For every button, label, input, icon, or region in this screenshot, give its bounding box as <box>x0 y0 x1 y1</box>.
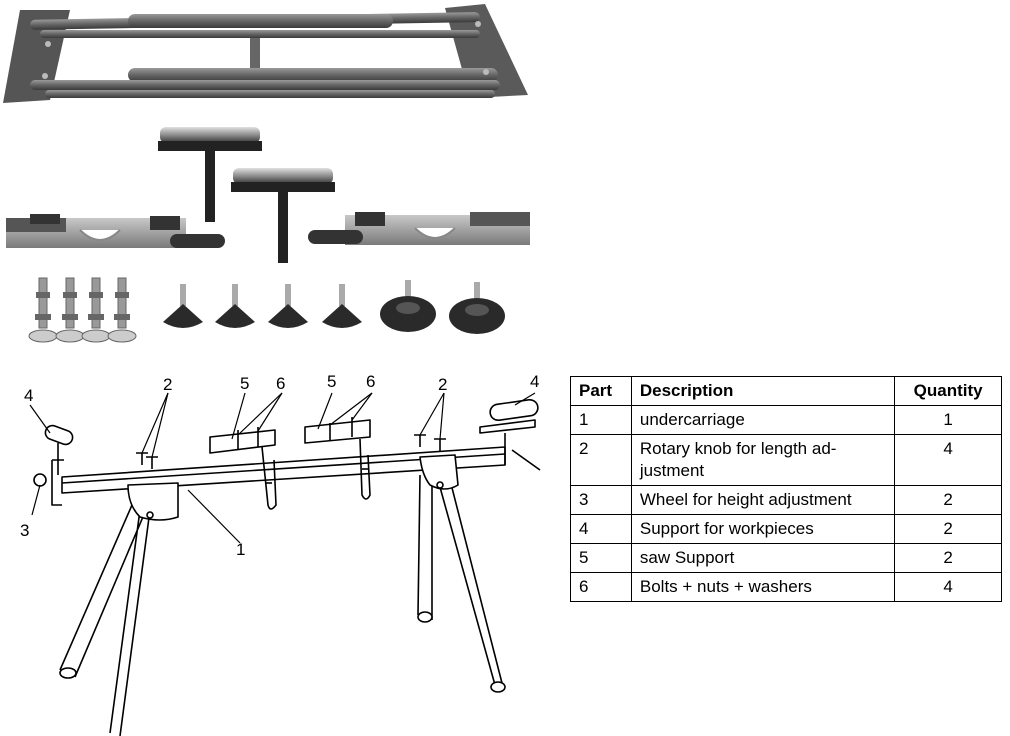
knob-right-markers <box>414 434 446 451</box>
header-description: Description <box>630 376 896 406</box>
table-row: 6 Bolts + nuts + washers 4 <box>570 572 1002 602</box>
saw-support-b <box>304 417 371 500</box>
left-roller-support <box>33 424 74 506</box>
table-row: 2 Rotary knob for length ad- justment 4 <box>570 434 1002 486</box>
knob-left-markers <box>136 452 158 469</box>
row-description: Support for workpieces <box>630 514 896 544</box>
parts-table: Part Description Quantity 1 undercarriag… <box>570 376 1002 602</box>
right-roller-support <box>479 398 541 471</box>
row-quantity: 2 <box>894 485 1002 515</box>
knobs-photo <box>163 284 362 328</box>
roller-support-photo <box>158 127 335 263</box>
bolts-photo <box>28 277 137 343</box>
table-row: 5 saw Support 2 <box>570 543 1002 573</box>
callout-undercarriage: 1 <box>236 540 245 559</box>
callout-support-left: 4 <box>24 386 33 405</box>
header-quantity: Quantity <box>894 376 1002 406</box>
callout-saw-support-a: 5 <box>240 374 249 393</box>
table-row: 3 Wheel for height adjustment 2 <box>570 485 1002 515</box>
callout-support-right: 4 <box>530 372 539 391</box>
row-part: 6 <box>570 572 632 602</box>
assembly-diagram: 4 2 3 5 6 5 6 2 4 1 <box>20 372 541 736</box>
table-row: 1 undercarriage 1 <box>570 405 1002 435</box>
saw-support-photo <box>6 212 530 248</box>
row-description: saw Support <box>630 543 896 573</box>
table-header-row: Part Description Quantity <box>570 376 1002 406</box>
row-description: Bolts + nuts + washers <box>630 572 896 602</box>
row-quantity: 2 <box>894 543 1002 573</box>
right-legs <box>417 474 504 688</box>
callout-knob-right: 2 <box>438 375 447 394</box>
row-part: 1 <box>570 405 632 435</box>
callout-wheel: 3 <box>20 521 29 540</box>
wheels-photo <box>380 280 505 334</box>
callout-bolts-b: 6 <box>366 372 375 391</box>
callout-knob-left: 2 <box>163 375 172 394</box>
parts-photo <box>3 4 530 343</box>
saw-support-a <box>209 427 277 510</box>
table-row: 4 Support for workpieces 2 <box>570 514 1002 544</box>
row-quantity: 4 <box>894 434 1002 486</box>
row-quantity: 4 <box>894 572 1002 602</box>
callout-saw-support-b: 5 <box>327 372 336 391</box>
row-part: 5 <box>570 543 632 573</box>
row-quantity: 1 <box>894 405 1002 435</box>
row-part: 4 <box>570 514 632 544</box>
row-description: Rotary knob for length ad- justment <box>630 434 896 486</box>
left-legs <box>59 504 151 736</box>
row-description: Wheel for height adjustment <box>630 485 896 515</box>
row-description: undercarriage <box>630 405 896 435</box>
row-quantity: 2 <box>894 514 1002 544</box>
header-part: Part <box>570 376 632 406</box>
row-part: 3 <box>570 485 632 515</box>
undercarriage-photo <box>3 4 528 103</box>
callout-bolts-a: 6 <box>276 374 285 393</box>
row-part: 2 <box>570 434 632 486</box>
